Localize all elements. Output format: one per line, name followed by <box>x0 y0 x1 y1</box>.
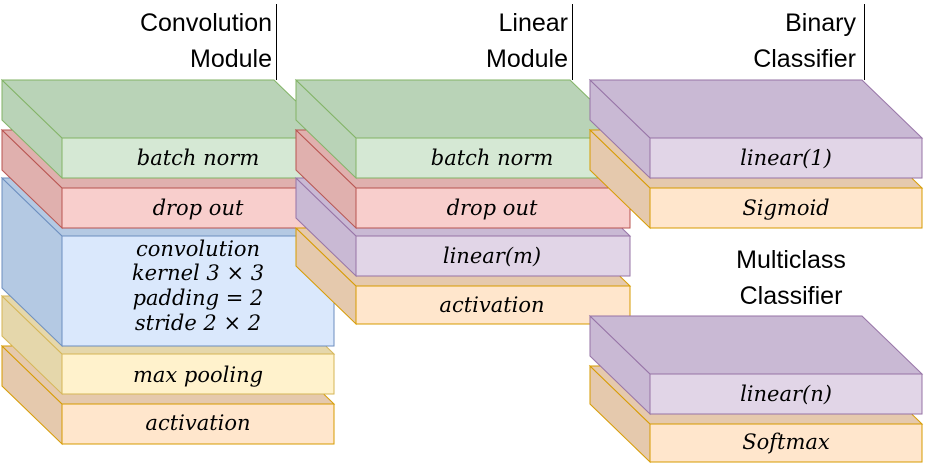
block-front <box>355 187 631 229</box>
conv-batch-norm-label: batch norm <box>137 146 259 170</box>
conv-convolution-line-1: convolution <box>136 237 260 261</box>
linear-activation-label: activation <box>439 293 544 317</box>
conv-stride-line: stride 2 × 2 <box>135 311 261 335</box>
block-front <box>355 137 631 179</box>
linear-1-label: linear(1) <box>740 146 832 170</box>
linear-1-block: linear(1) <box>588 78 924 180</box>
convolution-module-stack: activation max pooling convolution kerne… <box>0 78 336 446</box>
linear-n-block: linear(n) <box>588 314 924 416</box>
conv-drop-out-label: drop out <box>153 196 244 220</box>
block-front <box>61 353 335 395</box>
block-front <box>649 423 923 463</box>
convolution-module-title-line-2: Module <box>190 45 272 73</box>
multiclass-classifier-header: Multiclass Classifier <box>736 246 846 310</box>
convolution-module-header: Convolution Module <box>140 4 277 80</box>
block-front <box>649 137 923 179</box>
binary-classifier-stack: Sigmoid linear(1) <box>588 78 924 230</box>
block-front <box>61 235 335 347</box>
multiclass-classifier-stack: Softmax linear(n) <box>588 314 924 464</box>
block-front <box>649 373 923 415</box>
multiclass-classifier-title-line-2: Classifier <box>740 282 843 310</box>
conv-activation-label: activation <box>145 411 250 435</box>
conv-padding-line: padding = 2 <box>133 286 264 310</box>
block-front <box>61 187 335 229</box>
linear-drop-out-label: drop out <box>447 196 538 220</box>
block-front <box>649 187 923 229</box>
linear-n-label: linear(n) <box>740 382 832 406</box>
linear-module-title-line-1: Linear <box>499 9 569 37</box>
linear-m-label: linear(m) <box>443 244 541 268</box>
linear-module-stack: activation linear(m) drop out batch norm <box>294 78 632 326</box>
linear-batch-norm-block: batch norm <box>294 78 632 180</box>
conv-batch-norm-block: batch norm <box>0 78 336 180</box>
block-front <box>355 235 631 277</box>
binary-classifier-title-line-2: Classifier <box>753 45 856 73</box>
convolution-module-title-line-1: Convolution <box>140 9 272 37</box>
multiclass-classifier-title-line-1: Multiclass <box>736 246 846 274</box>
softmax-label: Softmax <box>742 430 830 454</box>
linear-batch-norm-label: batch norm <box>431 146 553 170</box>
block-front <box>61 403 335 445</box>
linear-module-title-line-2: Module <box>486 45 568 73</box>
sigmoid-label: Sigmoid <box>742 196 829 220</box>
linear-module-header: Linear Module <box>486 4 573 80</box>
conv-max-pooling-label: max pooling <box>133 363 263 387</box>
block-front <box>355 285 631 325</box>
conv-kernel-line: kernel 3 × 3 <box>132 261 264 285</box>
block-front <box>61 137 335 179</box>
binary-classifier-title-line-1: Binary <box>785 9 856 37</box>
binary-classifier-header: Binary Classifier <box>753 4 865 80</box>
